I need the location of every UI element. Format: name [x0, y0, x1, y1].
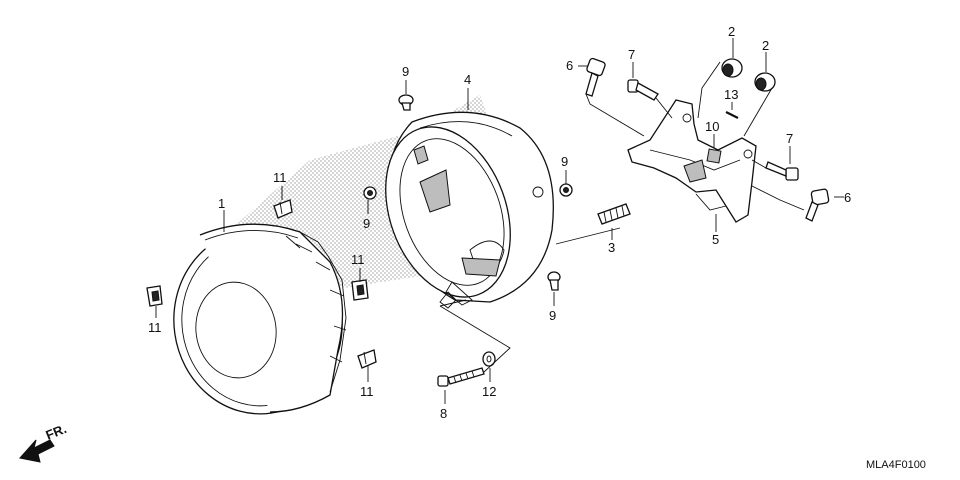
nut [559, 183, 573, 197]
bolt [765, 161, 799, 181]
callout-12: 12 [482, 384, 496, 399]
callout-3: 3 [608, 240, 615, 255]
callout-11: 11 [148, 320, 162, 335]
callout-6: 6 [566, 58, 573, 73]
callout-10: 10 [705, 119, 719, 134]
front-label: FR. [44, 421, 69, 443]
callout-9: 9 [561, 154, 568, 169]
callout-labels: 1 2 2 3 4 5 6 6 7 7 8 9 9 9 9 10 11 11 1… [148, 24, 851, 421]
front-direction-indicator: FR. [19, 421, 69, 463]
clip [357, 349, 377, 369]
callout-4: 4 [464, 72, 471, 87]
callout-7: 7 [786, 131, 793, 146]
spring [597, 203, 631, 225]
callout-11: 11 [351, 252, 365, 267]
screw [547, 271, 561, 291]
callout-2: 2 [728, 24, 735, 39]
callout-9: 9 [363, 216, 370, 231]
bolt [627, 79, 659, 101]
screw [398, 94, 414, 111]
headlight-lens-unit [173, 223, 347, 415]
callout-11: 11 [360, 384, 374, 399]
clip [351, 279, 369, 301]
rubber-grommet [721, 58, 743, 78]
clip [273, 199, 293, 219]
callout-11: 11 [273, 170, 287, 185]
pin [725, 111, 739, 119]
callout-6: 6 [844, 190, 851, 205]
callout-1: 1 [218, 196, 225, 211]
leader-lines [155, 38, 844, 404]
headlight-bracket [627, 99, 757, 223]
callout-5: 5 [712, 232, 719, 247]
callout-9: 9 [402, 64, 409, 79]
callout-8: 8 [440, 406, 447, 421]
callout-13: 13 [724, 87, 738, 102]
washer [482, 351, 496, 367]
bolt [585, 57, 606, 97]
headlight-case [385, 111, 554, 309]
clip [146, 285, 163, 307]
diagram-code: MLA4F0100 [866, 459, 926, 471]
rubber-grommet [754, 72, 776, 92]
callout-7: 7 [628, 47, 635, 62]
callout-9: 9 [549, 308, 556, 323]
front-arrow-icon [19, 439, 55, 463]
collar [706, 148, 722, 164]
bolt [437, 367, 485, 387]
callout-2: 2 [762, 38, 769, 53]
bolt [805, 188, 830, 222]
nut [363, 186, 377, 200]
